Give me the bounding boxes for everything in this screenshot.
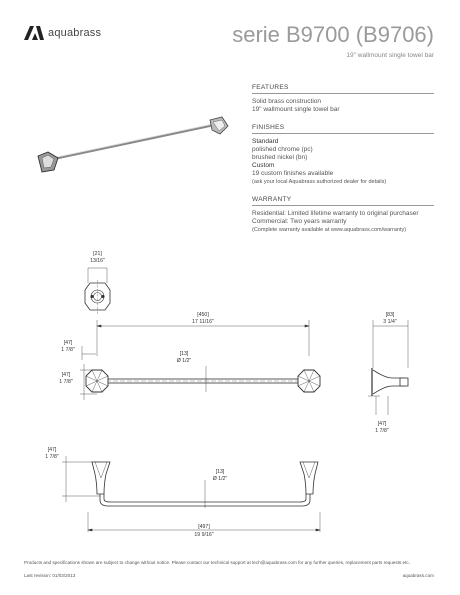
dim-projection-in: 3 1/4" (383, 319, 397, 325)
top-view (62, 456, 321, 532)
dim-flange-mm: [21] (93, 251, 102, 257)
dim-side-height-in: 1 7/8" (375, 428, 389, 434)
dim-side-height-mm: [47] (378, 421, 387, 427)
features-heading: FEATURES (252, 84, 289, 91)
page-subtitle: 19" wallmount single towel bar (346, 52, 434, 59)
brand-logo: aquabrass (24, 26, 101, 40)
side-view (368, 320, 409, 415)
footer-revision: Last revision: 01/03/2013 (24, 573, 76, 578)
feature-line: Solid brass construction (252, 98, 322, 105)
dim-height-in: 1 7/8" (59, 379, 73, 385)
front-view (80, 320, 321, 400)
footer-disclaimer: Products and specifications shown are su… (24, 560, 410, 565)
warranty-heading: WARRANTY (252, 196, 292, 203)
dim-top-height-mm: [47] (48, 447, 57, 453)
dim-flange-in: 13/16" (90, 258, 105, 264)
finish-item: 19 custom finishes available (252, 170, 334, 177)
finish-custom-label: Custom (252, 162, 275, 169)
dim-length-mm: [450] (197, 312, 209, 318)
dim-rod-mm: [13] (180, 351, 189, 357)
finish-item: polished chrome (pc) (252, 146, 313, 153)
features-divider (252, 93, 434, 94)
dim-top-rod-mm: [13] (216, 469, 225, 475)
product-image (37, 116, 229, 173)
page-title: serie B9700 (B9706) (232, 22, 434, 47)
finish-note: (ask your local Aquabrass authorized dea… (252, 179, 387, 185)
finish-standard-label: Standard (252, 138, 279, 145)
dim-overall-mm: [497] (198, 524, 210, 530)
dim-height-mm: [47] (62, 372, 71, 378)
feature-line: 19" wallmount single towel bar (252, 106, 340, 113)
dim-projection-mm: [83] (386, 312, 395, 318)
dim-top-height-in: 1 7/8" (45, 454, 59, 460)
dim-top-rod-in: Ø 1/2" (213, 476, 228, 482)
warranty-line: Commercial: Two years warranty (252, 218, 347, 225)
dim-offset-mm: [47] (64, 340, 73, 346)
dim-overall-in: 19 9/16" (194, 532, 213, 538)
dim-length-in: 17 11/16" (192, 319, 214, 325)
finish-item: brushed nickel (bn) (252, 154, 308, 161)
brand-name: aquabrass (48, 27, 102, 39)
dim-rod-in: Ø 1/2" (177, 358, 192, 364)
warranty-note: (Complete warranty available at www.aqua… (252, 227, 407, 233)
warranty-line: Residential: Limited lifetime warranty t… (252, 210, 419, 217)
finishes-divider (252, 133, 434, 134)
warranty-divider (252, 205, 434, 206)
finishes-heading: FINISHES (252, 124, 285, 131)
aquabrass-logo-icon (24, 26, 44, 40)
flange-end-view (84, 267, 111, 314)
footer-website-link[interactable]: aquabrass.com (402, 573, 434, 578)
dim-offset-in: 1 7/8" (61, 347, 75, 353)
